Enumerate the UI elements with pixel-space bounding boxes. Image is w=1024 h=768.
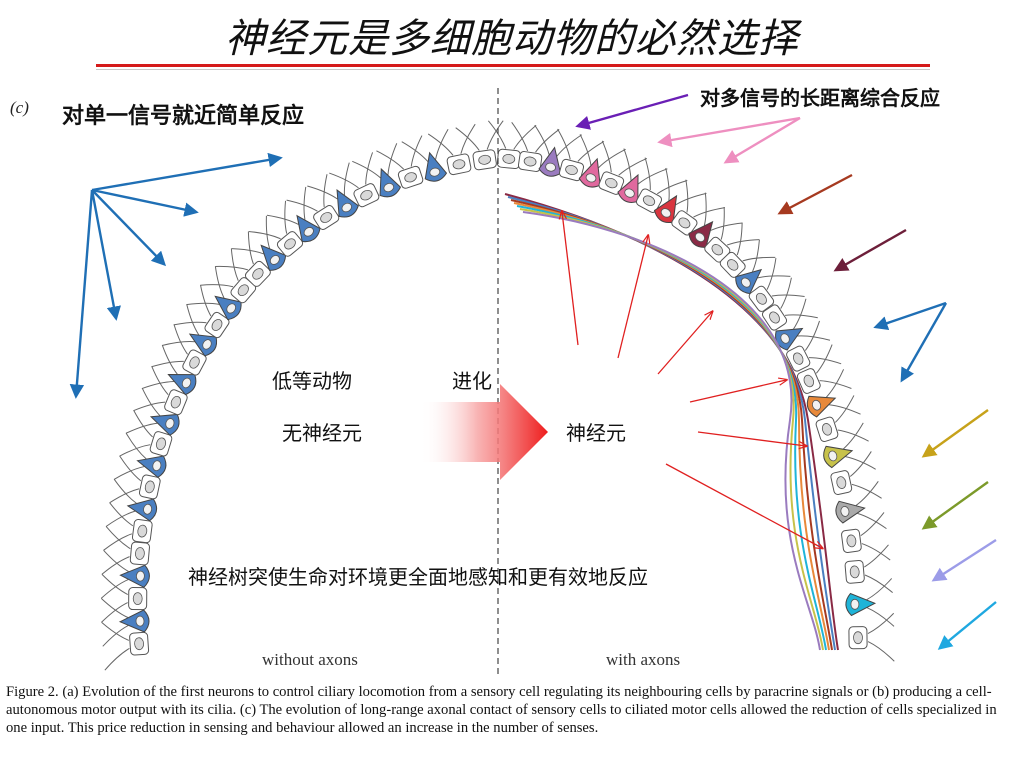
cell — [401, 128, 449, 182]
cell — [786, 320, 842, 372]
axis-label-with-axons: with axons — [606, 650, 680, 669]
label-summary: 神经树突使生命对环境更全面地感知和更有效地反应 — [188, 565, 648, 589]
label-lower-animal: 低等动物 — [272, 369, 352, 393]
cell — [653, 167, 707, 224]
cell — [844, 544, 893, 594]
stimulus-arrows-left — [69, 152, 283, 399]
cell — [511, 122, 560, 172]
cell — [186, 266, 242, 321]
cell — [704, 206, 760, 263]
cell — [835, 481, 887, 530]
cell — [688, 192, 743, 248]
label-no-neuron: 无神经元 — [282, 421, 362, 445]
cell — [806, 369, 861, 418]
title-underline — [96, 64, 930, 67]
cell — [823, 422, 876, 470]
cell — [376, 135, 424, 189]
cell — [286, 174, 340, 230]
cell — [200, 248, 257, 304]
cell — [761, 277, 818, 331]
figure-caption: Figure 2. (a) Evolution of the first neu… — [6, 684, 997, 736]
evolution-arrow — [420, 384, 548, 480]
cell — [719, 222, 776, 278]
cell — [109, 455, 161, 504]
cell — [845, 578, 895, 627]
cell — [848, 612, 895, 662]
cell — [796, 344, 852, 394]
cell — [133, 366, 188, 416]
cell — [352, 143, 402, 198]
cell — [455, 120, 504, 171]
axon-pointer-arrows — [562, 212, 822, 548]
cell — [830, 451, 882, 499]
cell — [329, 152, 380, 208]
cell — [557, 128, 605, 182]
cell — [635, 157, 688, 213]
neuron-evolution-diagram: (c) 对单一信号就近简单反应 对多信号的长距离综合反应 低等动物 无神经元 进… — [10, 86, 997, 675]
cell — [775, 298, 831, 351]
title-underline-thin — [96, 69, 930, 70]
axon-fiber — [522, 211, 821, 651]
cell — [119, 410, 173, 457]
cell — [231, 215, 287, 271]
cell — [151, 324, 207, 376]
cell — [101, 621, 150, 671]
cell — [841, 512, 891, 561]
label-neuron: 神经元 — [566, 421, 626, 445]
axis-label-without-axons: without axons — [262, 650, 358, 669]
cell-arch — [100, 120, 895, 671]
cell — [815, 395, 869, 442]
cell — [125, 387, 180, 436]
stimulus-arrows-right — [575, 93, 997, 650]
cell — [598, 140, 648, 195]
cell — [748, 257, 805, 312]
label-evolution: 进化 — [452, 369, 492, 393]
cell — [101, 526, 150, 575]
axon-bundle — [504, 193, 839, 651]
panel-label: (c) — [10, 98, 29, 117]
cell — [427, 123, 476, 176]
cell — [671, 179, 725, 236]
cell — [173, 284, 230, 339]
page-title: 神经元是多细胞动物的必然选择 — [225, 16, 799, 62]
cell — [487, 120, 537, 170]
cell — [215, 231, 271, 287]
cell — [100, 597, 150, 647]
label-simple-response: 对单一信号就近简单反应 — [62, 103, 304, 129]
label-integrated-response: 对多信号的长距离综合反应 — [700, 86, 940, 110]
